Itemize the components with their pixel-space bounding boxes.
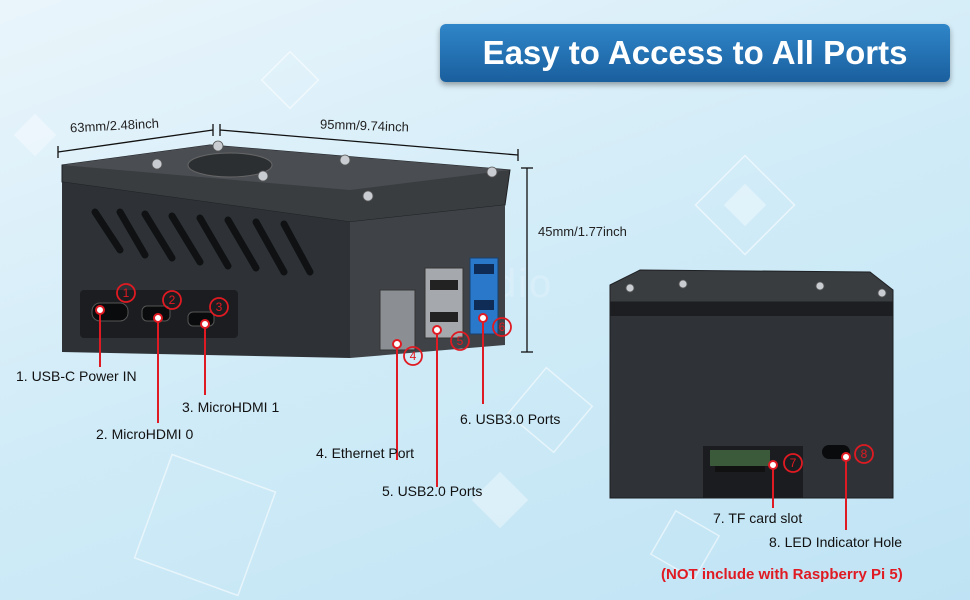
- title-banner: Easy to Access to All Ports: [440, 24, 950, 82]
- label-tf-card-slot: 7. TF card slot: [713, 510, 803, 526]
- marker-3: 3: [216, 300, 223, 314]
- label-led-indicator-hole: 8. LED Indicator Hole: [769, 534, 903, 550]
- marker-5: 5: [457, 334, 464, 348]
- label-ethernet-port: 4. Ethernet Port: [316, 445, 415, 461]
- page-title: Easy to Access to All Ports: [482, 34, 908, 71]
- marker-1: 1: [123, 286, 130, 300]
- label-usb2-ports: 5. USB2.0 Ports: [382, 483, 483, 499]
- label-usb-c-power: 1. USB-C Power IN: [16, 368, 137, 384]
- label-usb3-ports: 6. USB3.0 Ports: [460, 411, 561, 427]
- dimension-height: 45mm/1.77inch: [538, 224, 627, 239]
- label-microhdmi-0: 2. MicroHDMI 0: [96, 426, 194, 442]
- marker-6: 6: [499, 320, 506, 334]
- marker-4: 4: [410, 349, 417, 363]
- not-included-note: (NOT include with Raspberry Pi 5): [661, 566, 903, 583]
- marker-2: 2: [169, 293, 176, 307]
- marker-8: 8: [861, 447, 868, 461]
- marker-7: 7: [790, 456, 797, 470]
- label-microhdmi-1: 3. MicroHDMI 1: [182, 399, 280, 415]
